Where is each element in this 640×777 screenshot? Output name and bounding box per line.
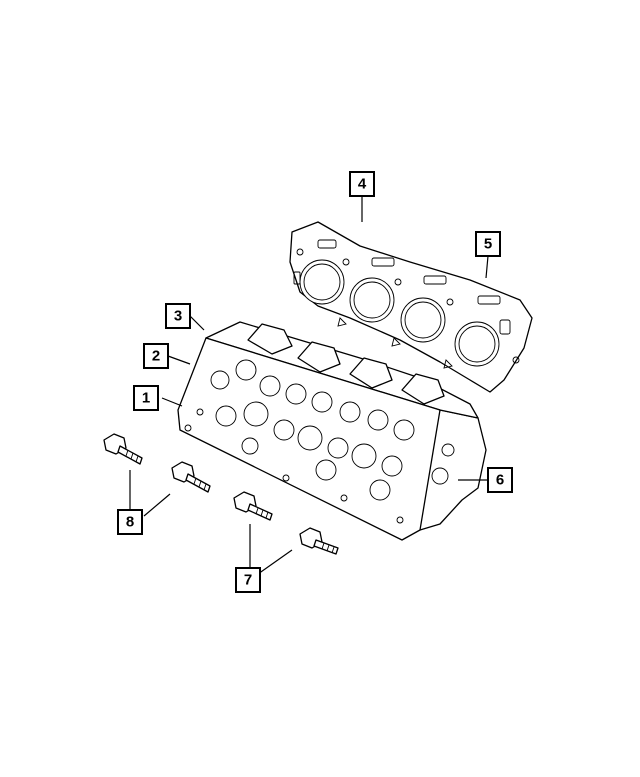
head-bolt-7a	[233, 491, 273, 521]
callout-6: 6	[487, 467, 513, 493]
head-bolt-8a	[103, 433, 143, 465]
callout-label-8: 8	[126, 514, 134, 531]
callout-label-4: 4	[358, 176, 367, 193]
head-gasket	[289, 221, 533, 393]
leader-lines	[129, 196, 489, 575]
callout-1: 1	[133, 385, 159, 411]
callout-7: 7	[235, 567, 261, 593]
callout-label-6: 6	[496, 472, 504, 489]
head-ports	[184, 359, 455, 524]
head-bolt-7b	[299, 527, 339, 555]
callout-label-3: 3	[174, 308, 182, 325]
callout-2: 2	[143, 343, 169, 369]
callout-label-5: 5	[484, 236, 492, 253]
callout-4: 4	[349, 171, 375, 197]
callout-label-7: 7	[244, 572, 252, 589]
cylinder-head	[177, 321, 487, 541]
head-bolt-8b	[171, 461, 211, 493]
callout-8: 8	[117, 509, 143, 535]
callout-5: 5	[475, 231, 501, 257]
callout-3: 3	[165, 303, 191, 329]
callout-label-2: 2	[152, 348, 160, 365]
callout-label-1: 1	[142, 390, 150, 407]
